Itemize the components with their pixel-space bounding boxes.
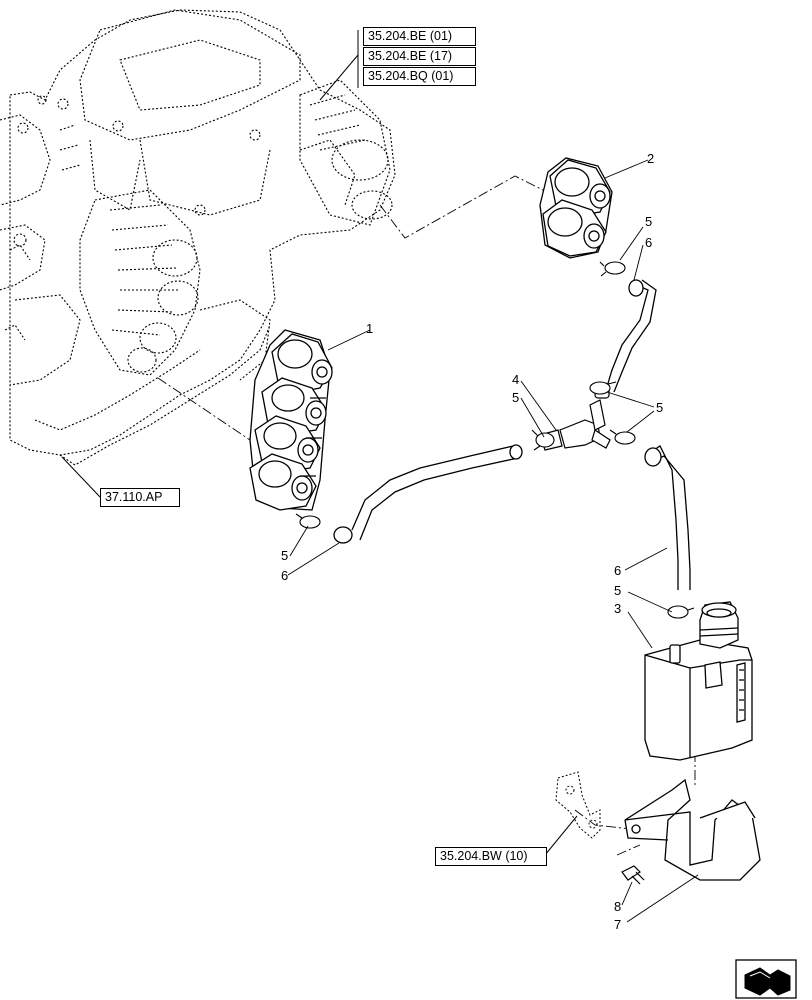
callout-2: 2 — [647, 151, 655, 166]
next-page-arrow-icon[interactable] — [735, 959, 797, 999]
reference-35-204-bw-10[interactable]: 35.204.BW (10) — [435, 847, 547, 866]
callout-4: 4 — [512, 372, 520, 387]
callout-6: 6 — [614, 563, 622, 578]
callout-1: 1 — [366, 321, 374, 336]
callout-6: 6 — [281, 568, 289, 583]
hose-clamps-5 — [295, 261, 695, 619]
callout-5: 5 — [656, 400, 664, 415]
phantom-leader-lines — [157, 175, 696, 856]
engine-valve-block-phantom — [0, 9, 396, 466]
bracket-7 — [624, 778, 761, 881]
callout-5: 5 — [614, 583, 622, 598]
callout-5: 5 — [281, 548, 289, 563]
reference-35-204-bq-01[interactable]: 35.204.BQ (01) — [363, 67, 476, 86]
reference-37-110-ap[interactable]: 37.110.AP — [100, 488, 180, 507]
callout-leader-lines — [287, 159, 699, 923]
reference-35-204-be-17[interactable]: 35.204.BE (17) — [363, 47, 476, 66]
bolt-8 — [621, 865, 645, 885]
callout-3: 3 — [614, 601, 622, 616]
hoses — [333, 279, 691, 590]
callout-7: 7 — [614, 917, 622, 932]
callout-5: 5 — [645, 214, 653, 229]
coupler-block-1 — [249, 329, 333, 511]
reservoir-3 — [644, 601, 753, 761]
callout-6: 6 — [645, 235, 653, 250]
coupler-block-2 — [539, 157, 613, 259]
phantom-mounting-bracket — [555, 771, 601, 839]
reference-35-204-be-01[interactable]: 35.204.BE (01) — [363, 27, 476, 46]
reference-leader-lines — [61, 30, 578, 856]
callout-8: 8 — [614, 899, 622, 914]
callout-5: 5 — [512, 390, 520, 405]
